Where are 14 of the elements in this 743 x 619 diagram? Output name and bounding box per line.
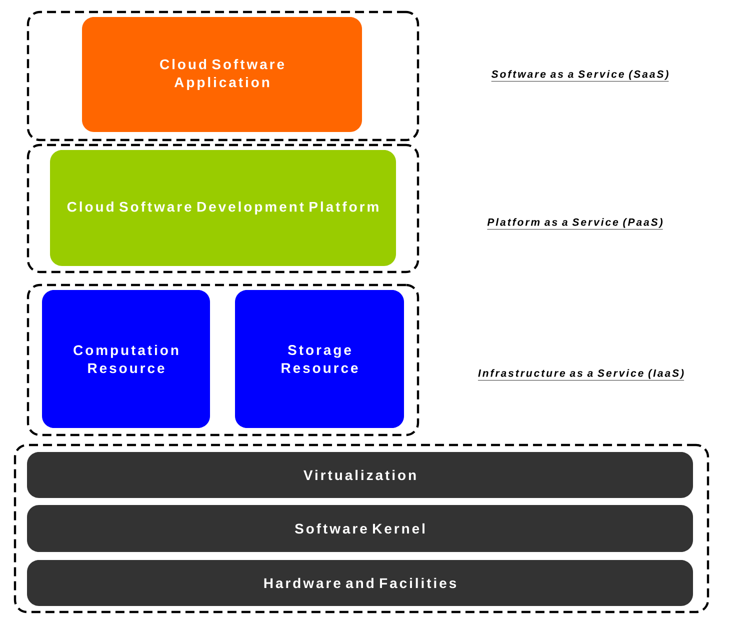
layer-box: Software Kernel (27, 505, 693, 552)
layer-box: Cloud Software Development Platform (50, 150, 396, 266)
service-label: Software as a Service (SaaS) (491, 70, 669, 82)
layer-box: Computation Resource (42, 290, 210, 428)
layer-box: Cloud Software Application (82, 17, 362, 132)
dashed-frame (26, 284, 420, 436)
layer-box: Storage Resource (235, 290, 404, 428)
dashed-frame (26, 144, 420, 274)
service-label: Platform as a Service (PaaS) (487, 218, 664, 230)
dashed-frame (26, 10, 420, 142)
layer-box: Virtualization (27, 452, 693, 498)
dashed-frame (14, 444, 710, 614)
layer-box: Hardware and Facilities (27, 560, 693, 606)
service-label: Infrastructure as a Service (IaaS) (478, 369, 684, 380)
